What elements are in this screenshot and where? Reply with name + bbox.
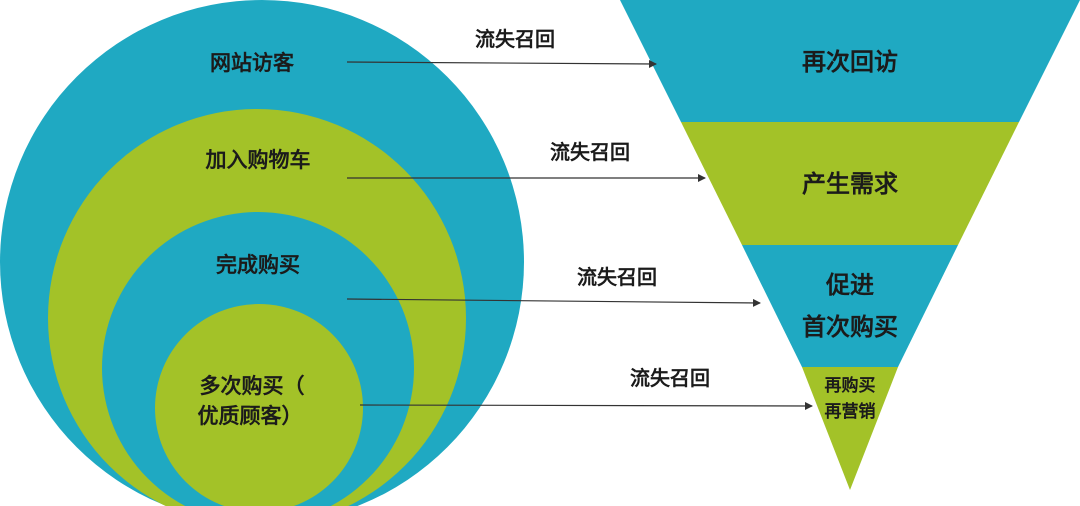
funnel-label-demand: 产生需求 bbox=[802, 170, 898, 198]
funnel-label-first-purchase-line1: 促进 bbox=[825, 271, 874, 299]
funnel-segment-first-purchase bbox=[742, 245, 958, 367]
funnel-segment-revisit bbox=[620, 0, 1080, 122]
funnel-segment-demand bbox=[681, 122, 1019, 245]
funnel-label-remarketing-line1: 再购买 bbox=[825, 375, 876, 396]
circle-label-repeat-purchase-line2: 优质顾客） bbox=[198, 404, 303, 428]
arrow-label-2: 流失召回 bbox=[550, 140, 630, 164]
circle-label-website-visitors: 网站访客 bbox=[210, 51, 295, 75]
funnel-segment-remarketing bbox=[802, 367, 898, 490]
funnel-label-remarketing-line2: 再营销 bbox=[825, 401, 876, 422]
arrow-label-4: 流失召回 bbox=[630, 366, 710, 390]
circle-repeat-purchase bbox=[155, 304, 363, 506]
arrow-1 bbox=[346, 59, 657, 68]
arrow-label-1: 流失召回 bbox=[475, 27, 555, 51]
arrow-4 bbox=[359, 401, 813, 410]
arrow-label-3: 流失召回 bbox=[577, 265, 657, 289]
funnel-label-first-purchase-line2: 首次购买 bbox=[802, 313, 898, 341]
funnel-label-revisit: 再次回访 bbox=[802, 48, 898, 76]
circle-label-repeat-purchase-line1: 多次购买（ bbox=[200, 374, 305, 398]
circle-label-purchase: 完成购买 bbox=[216, 253, 300, 277]
circle-label-add-to-cart: 加入购物车 bbox=[205, 148, 311, 172]
arrow-3 bbox=[346, 298, 761, 307]
